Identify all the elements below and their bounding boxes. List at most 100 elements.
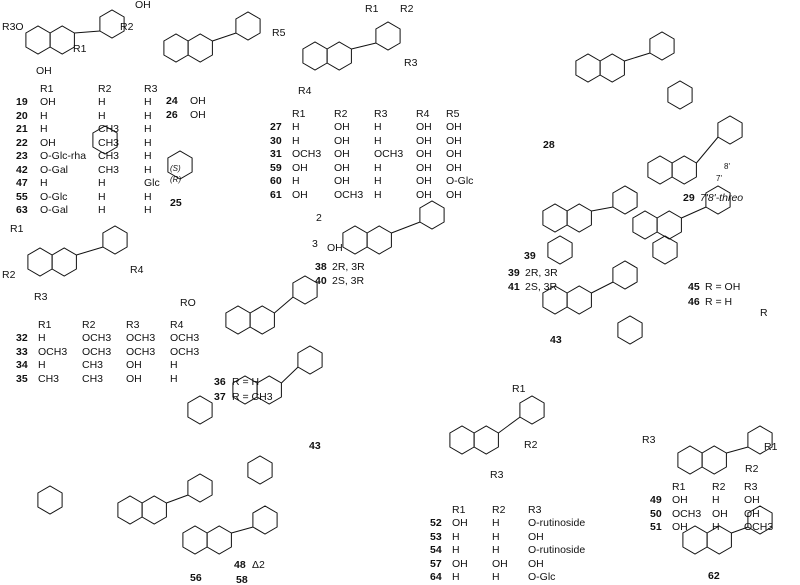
table-cell: H xyxy=(452,544,460,556)
ring xyxy=(612,185,638,215)
ring xyxy=(519,395,545,425)
compound-label: 56 xyxy=(190,572,202,584)
table-cell: OCH3 xyxy=(292,148,322,160)
compound-label: 26 xyxy=(166,109,178,121)
table-cell: H xyxy=(40,123,48,135)
column-header: R1 xyxy=(452,503,466,516)
ring xyxy=(302,41,328,71)
table-cell: H xyxy=(374,161,382,174)
ring xyxy=(247,455,273,485)
table-cell: H xyxy=(144,109,152,122)
ring xyxy=(652,235,678,265)
table-cell: OCH3 xyxy=(334,188,364,201)
atom-label: OH xyxy=(36,65,52,77)
compound-number: 54 xyxy=(430,544,442,556)
compound-number: 34 xyxy=(16,359,28,371)
table-cell: OH xyxy=(126,372,142,385)
table-cell: O-Glc xyxy=(528,571,556,583)
table-cell: H xyxy=(374,134,382,147)
table-cell: OH xyxy=(492,557,508,570)
table-cell: OH xyxy=(40,96,56,108)
table-cell: H xyxy=(98,109,106,122)
table-cell: OH xyxy=(528,530,544,543)
table-cell: O-Gal xyxy=(40,204,69,216)
stereo-label: (S) xyxy=(170,164,181,173)
ring xyxy=(102,225,128,255)
bond xyxy=(498,416,521,434)
ring xyxy=(297,345,323,375)
compound-number: 55 xyxy=(16,190,28,203)
compound-label: 45 xyxy=(688,281,700,293)
atom-label: R4 xyxy=(130,264,144,276)
atom-label: OH xyxy=(190,109,206,121)
table-cell: OCH3 xyxy=(82,345,112,358)
ring xyxy=(292,275,318,305)
ring xyxy=(51,247,77,277)
compound-label: 25 xyxy=(170,197,182,209)
column-header: R2 xyxy=(334,107,348,120)
atom-label: R3 xyxy=(404,57,418,69)
compound-number: 57 xyxy=(430,557,442,570)
table-cell: OH xyxy=(416,188,432,201)
table-cell: OH xyxy=(446,188,462,201)
compound-number: 23 xyxy=(16,150,28,162)
compound-number: 52 xyxy=(430,517,442,529)
atom-label: R2 xyxy=(2,269,16,281)
compound-label: 28 xyxy=(543,139,555,151)
ring xyxy=(187,33,213,63)
ring xyxy=(366,225,392,255)
column-header: R2 xyxy=(82,318,96,331)
compound-label: 58 xyxy=(236,574,248,585)
ring xyxy=(647,155,673,185)
table-cell: OH xyxy=(446,161,462,174)
compound-number: 31 xyxy=(270,148,282,160)
table-cell: H xyxy=(492,530,500,543)
table-cell: H xyxy=(98,190,106,203)
bond xyxy=(591,281,614,294)
table-cell: OH xyxy=(712,507,728,520)
table-cell: OH xyxy=(40,136,56,149)
table-cell: OCH3 xyxy=(672,507,702,520)
compound-number: 49 xyxy=(650,494,662,506)
column-header: R1 xyxy=(40,82,54,95)
compound-number: 61 xyxy=(270,188,282,201)
atom-label: R3 xyxy=(490,469,504,481)
ring xyxy=(542,203,568,233)
table-cell: OH xyxy=(416,121,432,133)
table-cell: H xyxy=(292,121,300,133)
atom-label: OH xyxy=(135,0,151,11)
compound-label: 46 xyxy=(688,296,700,308)
table-cell: CH3 xyxy=(82,359,104,371)
ring xyxy=(649,31,675,61)
table-cell: OH xyxy=(446,121,462,133)
table-cell: OH xyxy=(672,521,688,533)
table-cell: H xyxy=(38,359,46,371)
table-cell: OH xyxy=(416,161,432,174)
table-cell: CH3 xyxy=(98,136,120,149)
compound-number: 42 xyxy=(16,163,28,176)
table-cell: O-Glc xyxy=(446,175,474,187)
table-cell: H xyxy=(452,571,460,583)
table-cell: O-rutinoside xyxy=(528,544,586,556)
compound-number: 60 xyxy=(270,175,282,187)
ring xyxy=(599,53,625,83)
atom-label: R2 xyxy=(400,3,414,15)
table-cell: H xyxy=(170,372,178,385)
ring xyxy=(717,115,743,145)
ring xyxy=(747,505,773,535)
compound-note: R = H xyxy=(705,296,733,308)
column-header: R2 xyxy=(98,82,112,95)
atom-label: R2 xyxy=(120,21,134,33)
table-cell: H xyxy=(98,204,106,216)
table-cell: OH xyxy=(334,121,350,133)
